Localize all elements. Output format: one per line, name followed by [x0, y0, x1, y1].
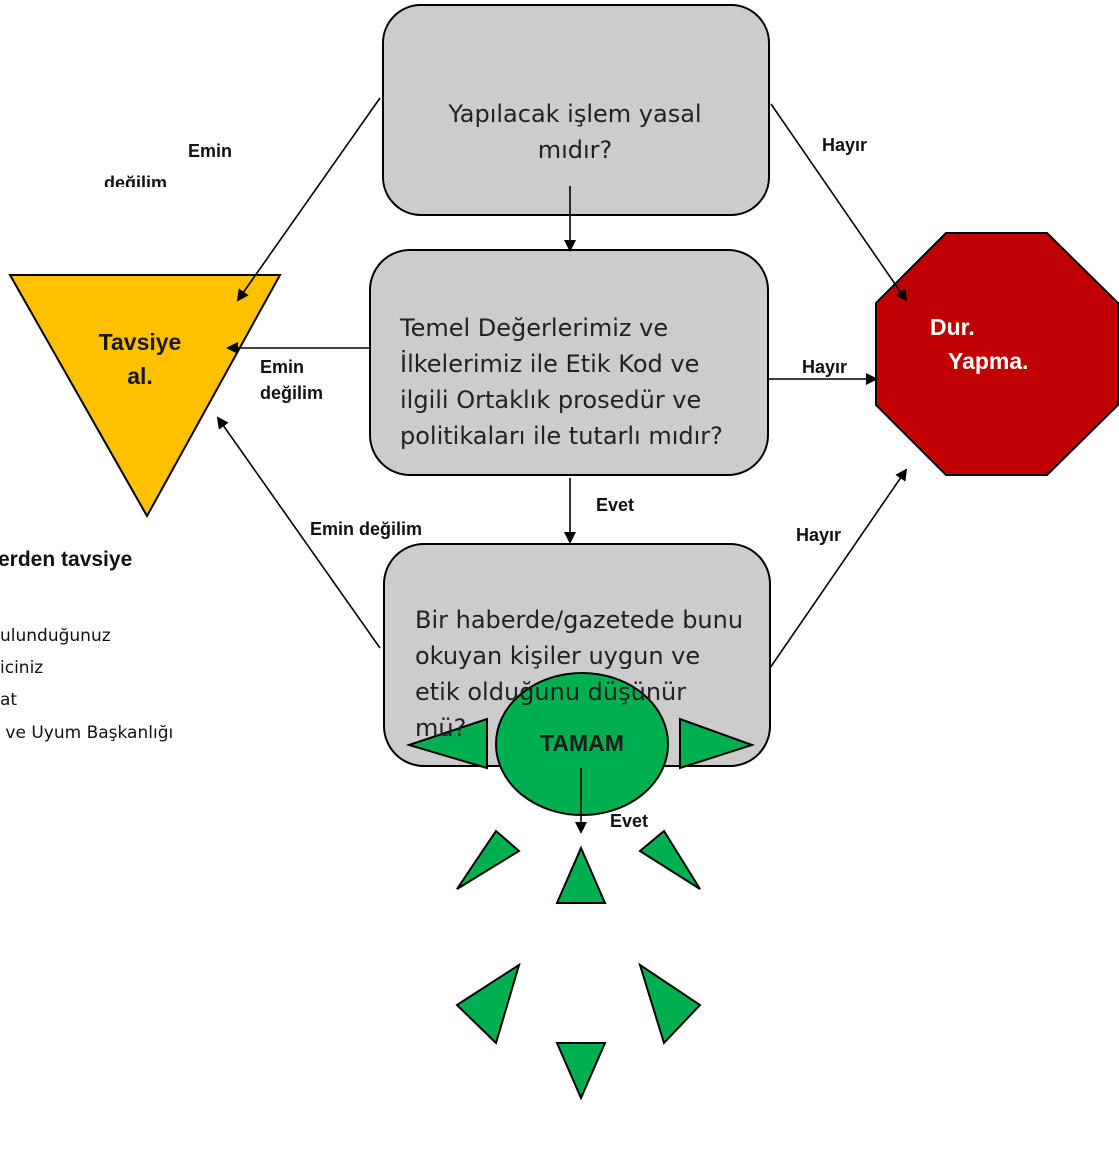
ok-label: TAMAM	[540, 730, 624, 756]
edge-label-q3-stop: Hayır	[796, 525, 842, 545]
advice-label-line2: al.	[127, 363, 153, 389]
arrow-q3-to-stop	[769, 468, 908, 669]
side-panel-heading: erden tavsiye	[0, 548, 133, 571]
sun-ray-left	[405, 717, 488, 770]
edge-label-q2-advice-2: değilim	[260, 383, 324, 403]
sun-ray-top-right	[638, 829, 701, 890]
advice-label-line1: Tavsiye	[98, 329, 182, 355]
question-legal-text: Yapılacak işlem yasal mıdır?	[448, 100, 702, 164]
advice-label: Tavsiye al.	[60, 325, 220, 393]
side-panel-item: ulunduğunuz	[0, 626, 111, 646]
question-newspaper-text: Bir haberde/gazetede bunu okuyan kişiler…	[415, 606, 744, 742]
edge-label-q1-advice-2: değilim	[104, 173, 168, 187]
stop-octagon	[875, 232, 1119, 476]
stop-label-line2: Yapma.	[948, 348, 1029, 374]
side-panel-item: ve Uyum Başkanlığı	[0, 723, 174, 743]
edge-label-q1-stop: Hayır	[822, 135, 868, 155]
sun-ray-bottom-right	[638, 962, 702, 1045]
ok-sun-rays	[405, 717, 756, 1101]
edge-label-q2-stop: Hayır	[802, 357, 848, 377]
sun-ray-bottom-left	[455, 962, 521, 1045]
edge-label-q1-advice-1: Emin	[188, 141, 233, 161]
edge-label-q3-advice: Emin değilim	[310, 519, 423, 539]
stop-label: Dur. Yapma.	[930, 310, 1090, 378]
edge-label-q2-advice-1: Emin	[260, 357, 305, 377]
question-box-legal	[382, 4, 770, 216]
sun-ray-top	[555, 845, 607, 904]
arrow-q1-to-advice	[236, 97, 381, 302]
arrow-q1-to-stop	[770, 103, 908, 302]
question-values-text: Temel Değerlerimiz ve İlkelerimiz ile Et…	[400, 314, 723, 450]
edge-label-q3-ok: Evet	[610, 811, 649, 831]
side-panel-item: at	[0, 690, 18, 710]
sun-ray-top-left	[456, 829, 521, 890]
sun-ray-right	[679, 717, 756, 770]
side-panel-item: iciniz	[0, 658, 44, 678]
advice-triangle	[8, 274, 282, 519]
ok-sun-center	[495, 672, 669, 816]
arrow-q3-to-advice	[216, 416, 381, 649]
sun-ray-bottom	[555, 1042, 607, 1101]
edge-label-q2-q3: Evet	[596, 495, 635, 515]
stop-label-line1: Dur.	[930, 314, 975, 340]
